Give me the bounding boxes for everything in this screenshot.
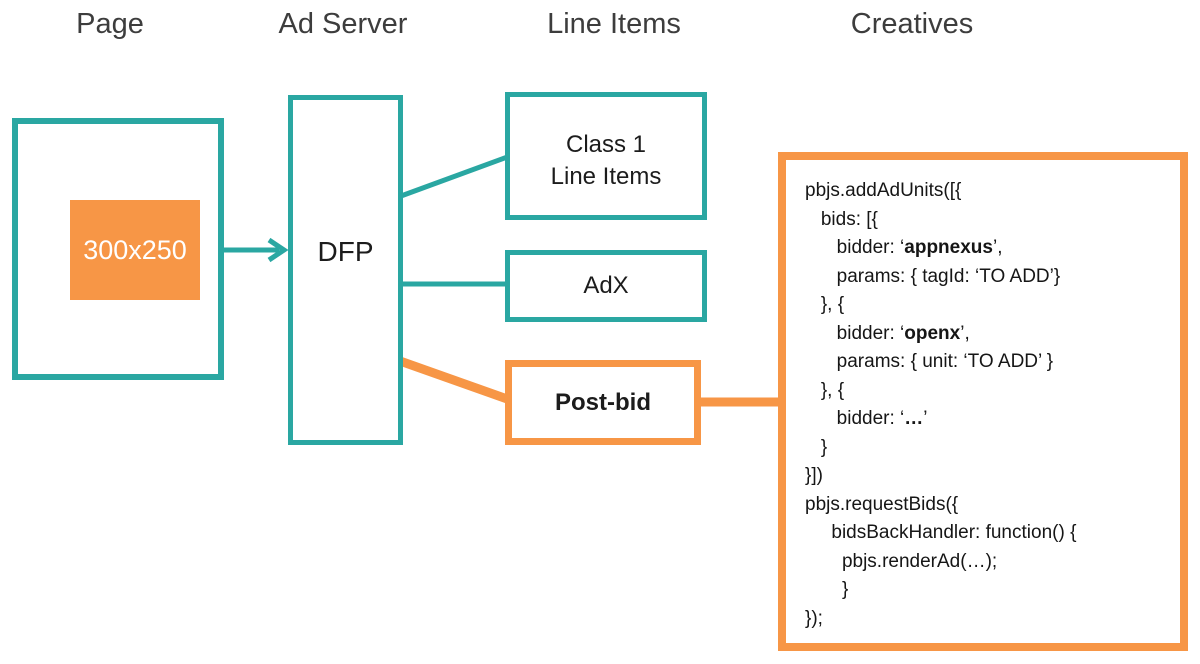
- creatives-code-box: pbjs.addAdUnits([{ bids: [{ bidder: ‘app…: [778, 152, 1188, 651]
- adx-label: AdX: [583, 272, 629, 299]
- column-header-page: Page: [76, 8, 144, 40]
- ad-slot-300x250: 300x250: [70, 200, 200, 300]
- column-header-line-items: Line Items: [547, 8, 681, 40]
- postbid-box: Post-bid: [505, 360, 701, 445]
- connector-dfp-postbid: [398, 356, 512, 405]
- column-header-creatives: Creatives: [850, 8, 974, 40]
- adx-box: AdX: [505, 250, 707, 322]
- class1-label-line1: Class 1: [565, 130, 647, 158]
- postbid-label: Post-bid: [555, 388, 651, 416]
- arrowhead-icon: [267, 237, 289, 263]
- class1-label-line2: Line Items: [550, 163, 662, 190]
- connector-dfp-class1: [400, 153, 511, 199]
- dfp-box: DFP: [288, 95, 403, 445]
- prebid-code: pbjs.addAdUnits([{ bids: [{ bidder: ‘app…: [805, 180, 1077, 629]
- ad-slot-label: 300x250: [83, 234, 187, 265]
- dfp-label: DFP: [317, 236, 374, 267]
- column-header-ad-server: Ad Server: [278, 8, 408, 40]
- class1-line-items-box: Class 1 Line Items: [505, 92, 707, 220]
